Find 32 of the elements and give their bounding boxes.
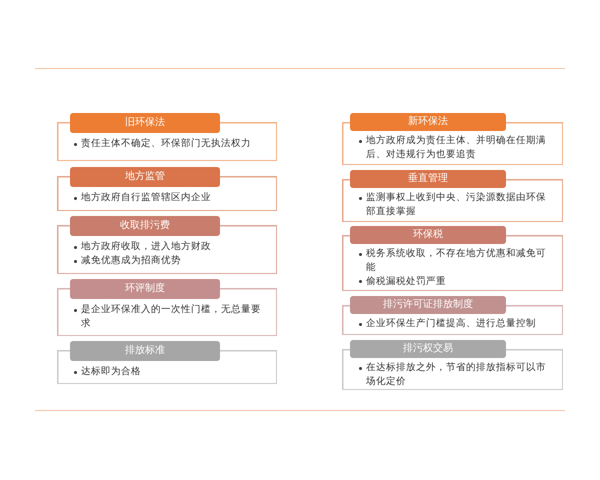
bullet-text: 是企业环保准入的一次性门槛，无总量要求 [81,303,262,330]
heading-tab: 新环保法 [350,113,506,131]
heading-tab: 地方监管 [70,167,220,187]
heading-tab: 排污许可证排放制度 [350,296,506,314]
heading-tab: 垂直管理 [350,170,506,188]
text-card [57,167,277,211]
text-card [57,113,277,161]
text-card [342,296,563,335]
bullet-text: 偷税漏税处罚严重 [366,274,447,288]
bullet-text: 责任主体不确定、环保部门无执法权力 [81,137,252,150]
heading-tab: 排放标准 [70,341,220,361]
bullet-text: 地方政府自行监管辖区内企业 [81,191,212,204]
text-card [342,113,563,165]
text-card [342,340,563,390]
bullet-text: 达标即为合格 [81,365,142,378]
bullet-text: 地方政府成为责任主体、并明确在任期满后、对违规行为也要追责 [366,134,547,161]
heading-tab: 环评制度 [70,279,220,299]
heading-tab: 环保税 [350,226,506,244]
bullet-text: 企业环保生产门槛提高、进行总量控制 [366,317,537,330]
bullet-text: 监测事权上收到中央、污染源数据由环保部直接掌握 [366,191,547,218]
bullet-text: 在达标排放之外，节省的排放指标可以市场化定价 [366,361,547,388]
text-card [57,341,277,384]
heading-tab: 排污权交易 [350,340,506,358]
text-card [57,216,277,274]
heading-tab: 收取排污费 [70,216,220,236]
heading-tab: 旧环保法 [70,113,220,133]
bullet-text: 地方政府收取，进入地方财政 [81,240,212,254]
bullet-text: 减免优惠成为招商优势 [81,254,182,268]
text-card [342,170,563,222]
text-card [57,279,277,336]
bullet-text: 税务系统收取，不存在地方优惠和减免可能 [366,247,547,274]
text-card [342,226,563,291]
